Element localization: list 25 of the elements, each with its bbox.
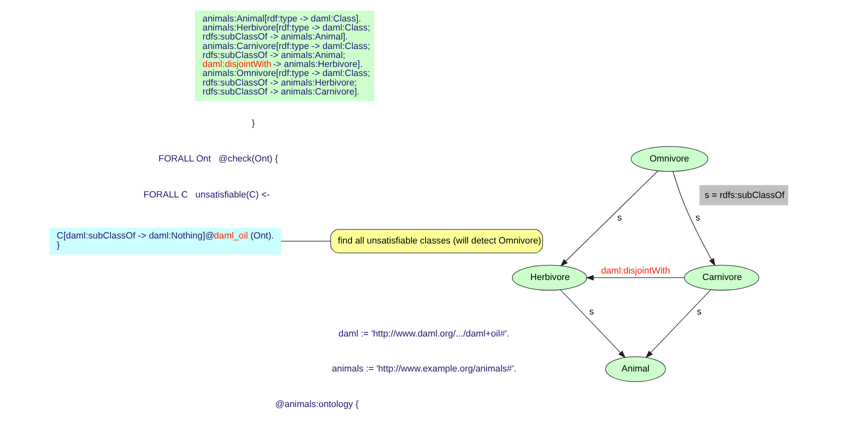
arrow bbox=[672, 171, 716, 266]
node-ellipse: Carnivore bbox=[684, 264, 760, 291]
label: animals := 'http://www.example.org/animals#'. bbox=[332, 364, 516, 374]
label: @animals:ontology { bbox=[275, 398, 359, 409]
label: daml := 'http://www.daml.org/.../daml+oil#'. bbox=[338, 328, 510, 338]
node-box: C[daml:subClassOf -> daml:Nothing]@daml_oil (Ont). } bbox=[49, 228, 282, 255]
edge-label: s bbox=[696, 306, 702, 316]
node-ellipse: Animal bbox=[605, 356, 666, 382]
node-ellipse: Herbivore bbox=[512, 264, 588, 291]
label: FORALL C unsatisfiable(C) <- bbox=[144, 190, 270, 200]
label: s = rdfs:subClassOf bbox=[704, 190, 785, 200]
edge-label: s bbox=[696, 212, 700, 222]
label: FORALL Ont @check(Ont) { bbox=[158, 153, 278, 164]
edge-label: s bbox=[589, 306, 594, 316]
label: } bbox=[252, 118, 255, 128]
node-ellipse: Omnivore bbox=[630, 146, 708, 172]
node-box: animals:Animal[rdf:type -> daml:Class]. animals:Herbivore[rdf:type -> daml:Class; rdfs:subClassOf -> animals:Animal]. animals:Carnivore[rdf:type -> daml:Class; rdfs:subClassOf -> animals:Animal; daml:disjointWith -> animals:Herbivore]. animals:Omnivore[rdf:type -> daml:Class; rdfs:subClassOf -> animals:Herbivore; rdfs:subClassOf -> animals:Carnivore]. bbox=[195, 10, 374, 102]
arrow bbox=[560, 289, 626, 358]
arrow bbox=[586, 275, 684, 280]
edge-label: daml:disjointWith bbox=[601, 265, 670, 276]
arrow bbox=[645, 289, 712, 358]
connector bbox=[280, 240, 331, 242]
node-box: find all unsatisfiable classes (will detect Omnivore) bbox=[330, 229, 543, 254]
edge-label: s bbox=[617, 212, 622, 222]
arrow bbox=[560, 170, 658, 267]
